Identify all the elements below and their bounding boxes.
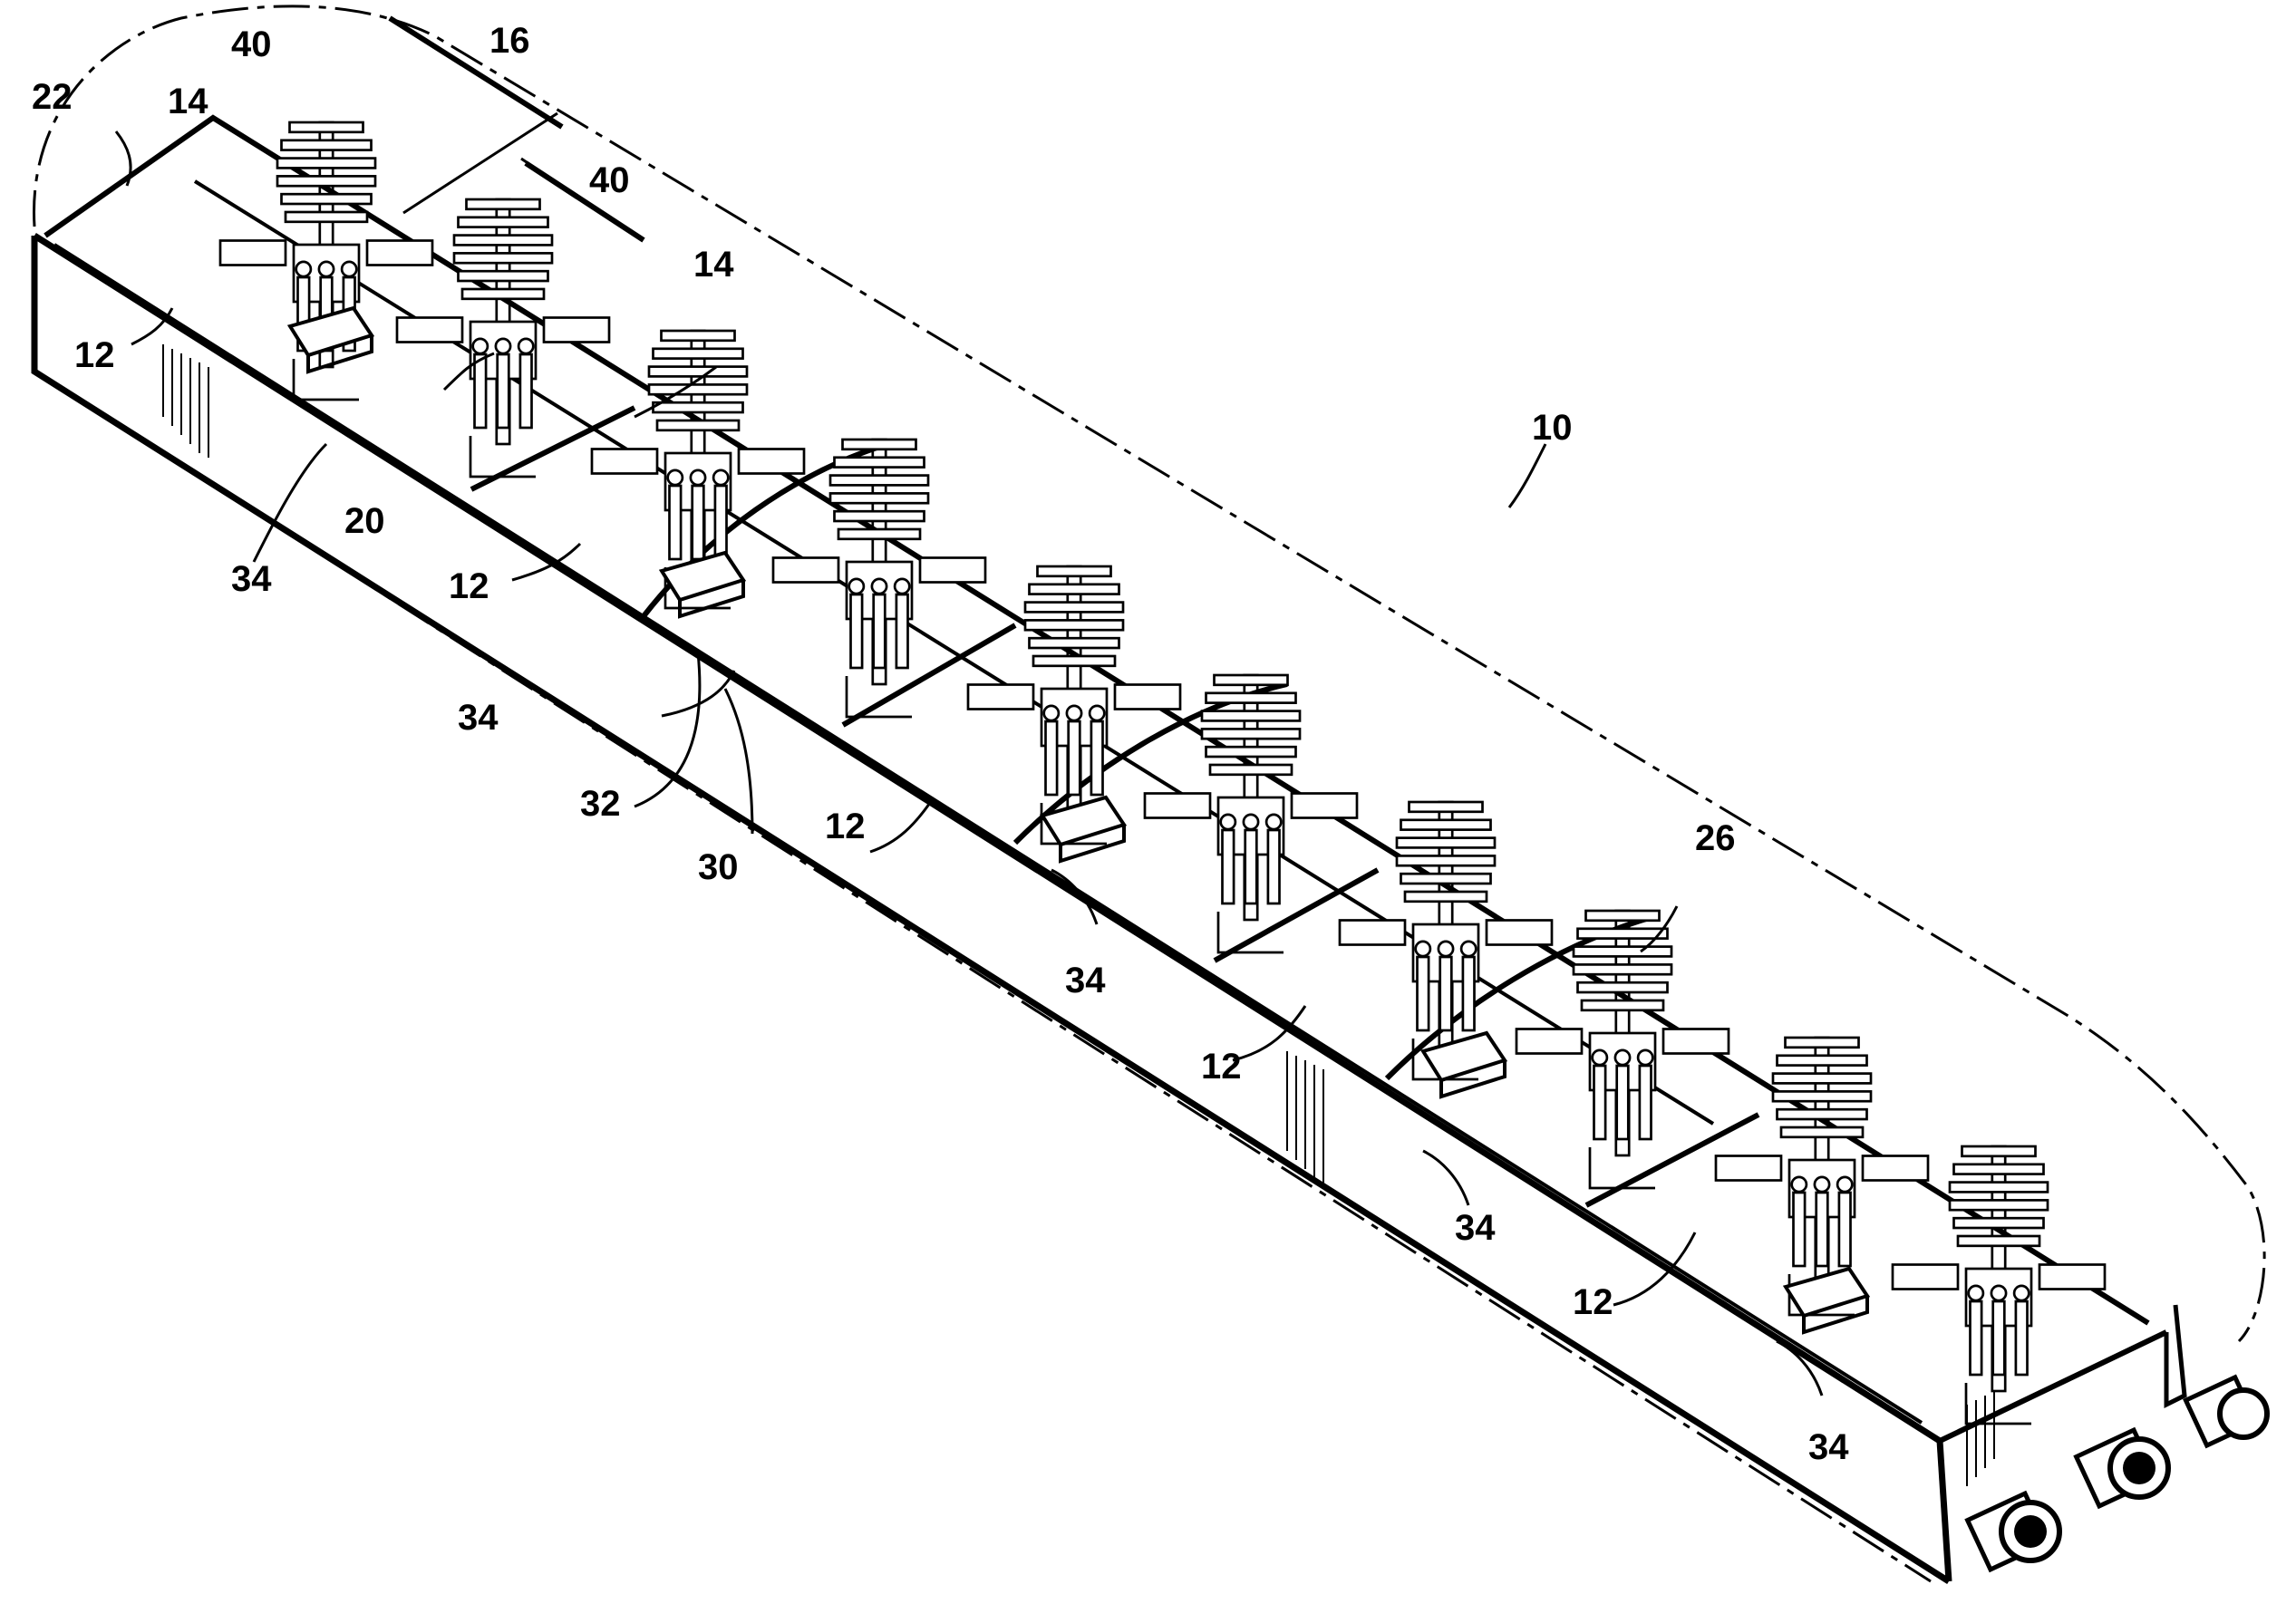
label-cables-32: 32	[580, 784, 621, 824]
housing-side-hatching	[163, 344, 1994, 1486]
label-clip-34-c: 34	[1065, 961, 1106, 1000]
label-element-14-a: 14	[168, 82, 208, 121]
label-group-16: 16	[489, 21, 530, 61]
radiator-element	[1893, 1146, 2105, 1424]
label-tray-12-d: 12	[1201, 1047, 1242, 1087]
connector	[2077, 1430, 2168, 1506]
label-element-40-a: 40	[231, 24, 272, 64]
label-clip-34-d: 34	[1455, 1208, 1496, 1248]
label-tray-12-c: 12	[825, 807, 866, 846]
connector	[1968, 1493, 2059, 1570]
label-element-14-b: 14	[693, 245, 734, 285]
cable-clip	[1423, 1033, 1505, 1097]
label-tray-12-e: 12	[1573, 1282, 1613, 1322]
label-clip-34-a: 34	[231, 559, 272, 599]
label-tray-12-b: 12	[449, 566, 489, 606]
label-tray-12-a: 12	[74, 335, 115, 375]
radiator-element	[220, 122, 432, 400]
label-clip-34-b: 34	[458, 698, 499, 738]
reference-numerals: 10 22 14 40 16 40 14 12 34 20 12 34 32 3…	[32, 21, 1971, 1467]
label-radome-26: 26	[1695, 818, 1736, 858]
radome-support-arcs	[644, 444, 1659, 1078]
label-side-20: 20	[344, 501, 385, 541]
label-element-40-b: 40	[589, 160, 630, 200]
radiating-elements	[220, 122, 2105, 1424]
cable-clip	[662, 553, 743, 616]
label-cable-30: 30	[698, 847, 739, 887]
connector	[2185, 1377, 2267, 1445]
label-clip-34-e: 34	[1808, 1427, 1849, 1467]
label-assembly: 10	[1532, 408, 1573, 448]
tray-dividers	[471, 408, 1758, 1205]
cable-clip	[1786, 1269, 1867, 1332]
label-end-22: 22	[32, 77, 73, 117]
